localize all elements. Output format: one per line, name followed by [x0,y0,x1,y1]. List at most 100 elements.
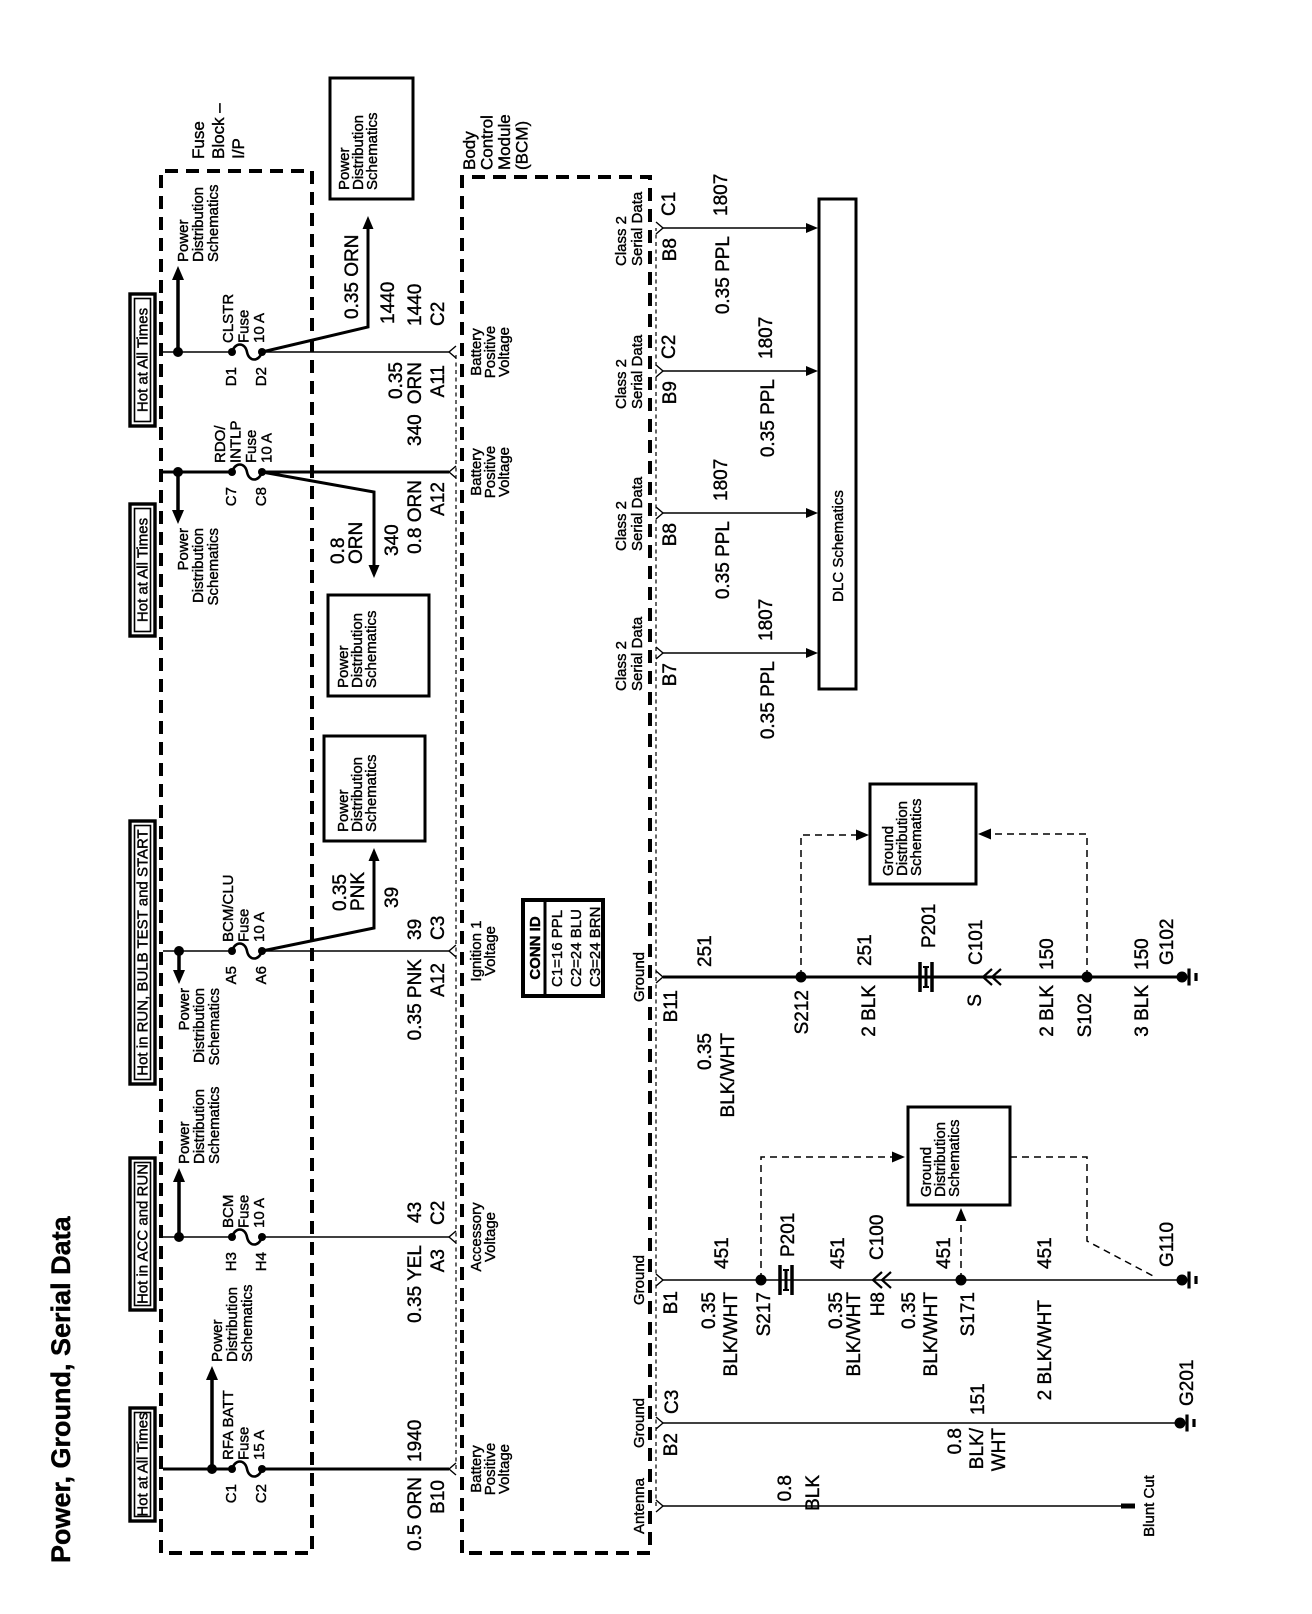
svg-text:Hot in RUN, BULB TEST and STAR: Hot in RUN, BULB TEST and START [135,829,152,1075]
svg-text:C1=16 PPL: C1=16 PPL [549,910,566,987]
svg-text:C2: C2 [428,1201,449,1225]
svg-text:39: 39 [405,919,426,940]
svg-text:Distribution: Distribution [191,988,208,1063]
svg-text:Schematics: Schematics [205,528,222,606]
svg-text:1807: 1807 [756,317,777,359]
svg-text:Voltage: Voltage [482,1212,499,1262]
svg-text:Serial Data: Serial Data [629,476,646,551]
svg-text:Serial Data: Serial Data [629,616,646,691]
svg-text:Battery: Battery [468,448,485,496]
svg-text:39: 39 [382,887,403,908]
svg-text:Voltage: Voltage [496,1444,513,1494]
svg-text:PNK: PNK [348,872,369,911]
svg-text:Power: Power [175,528,192,571]
svg-text:Fuse: Fuse [236,310,253,343]
svg-text:10 A: 10 A [251,313,268,343]
svg-text:BCM: BCM [220,1195,237,1228]
svg-text:Distribution: Distribution [190,528,207,603]
svg-text:G110: G110 [1157,1222,1178,1267]
svg-text:2 BLK: 2 BLK [1037,985,1058,1037]
svg-text:S217: S217 [754,1292,775,1336]
svg-text:1807: 1807 [711,174,732,216]
svg-text:Block –: Block – [209,103,228,159]
svg-text:RFA BATT: RFA BATT [220,1390,237,1460]
svg-text:Serial Data: Serial Data [629,191,646,266]
svg-text:Class 2: Class 2 [613,216,630,266]
svg-text:C2: C2 [659,335,680,359]
svg-text:Distribution: Distribution [349,613,366,688]
svg-text:451: 451 [828,1237,849,1269]
svg-text:0.35 YEL: 0.35 YEL [405,1245,426,1323]
svg-text:Ground: Ground [880,826,897,876]
svg-text:2 BLK/WHT: 2 BLK/WHT [1035,1300,1056,1401]
svg-text:Schematics: Schematics [363,754,380,832]
svg-text:Schematics: Schematics [206,1086,223,1164]
svg-text:Distribution: Distribution [190,187,207,262]
svg-text:340: 340 [405,414,426,446]
svg-text:Class 2: Class 2 [613,501,630,551]
svg-text:Voltage: Voltage [496,447,513,497]
svg-text:Control: Control [478,115,497,170]
svg-text:0.35 PNK: 0.35 PNK [405,959,426,1041]
svg-text:I/P: I/P [229,138,248,159]
svg-text:A12: A12 [428,963,449,997]
svg-text:251: 251 [855,934,876,966]
svg-text:H4: H4 [253,1252,270,1271]
svg-text:10 A: 10 A [259,433,276,463]
svg-text:C101: C101 [966,920,987,965]
svg-text:251: 251 [695,935,716,967]
svg-text:Power: Power [336,147,353,190]
svg-text:15 A: 15 A [251,1430,268,1460]
svg-text:Schematics: Schematics [239,1284,256,1362]
svg-text:0.35 ORN: 0.35 ORN [342,235,363,319]
svg-text:S: S [965,994,986,1007]
svg-text:0.35: 0.35 [699,1292,720,1329]
svg-text:Fuse: Fuse [236,1195,253,1228]
svg-text:340: 340 [382,524,403,556]
svg-text:BLK/WHT: BLK/WHT [844,1292,865,1377]
svg-text:0.8: 0.8 [775,1475,796,1501]
svg-text:DLC Schematics: DLC Schematics [830,490,847,602]
svg-text:BLK/: BLK/ [967,1427,988,1469]
svg-text:C7: C7 [223,487,240,506]
svg-text:B7: B7 [660,663,681,686]
svg-text:Power: Power [209,1319,226,1362]
svg-text:A5: A5 [223,966,240,984]
svg-text:H8: H8 [868,1292,889,1316]
svg-text:D1: D1 [223,367,240,386]
svg-text:S212: S212 [792,990,813,1034]
svg-text:0.8 ORN: 0.8 ORN [405,480,426,554]
svg-text:Battery: Battery [468,328,485,376]
svg-text:C3: C3 [662,1390,683,1414]
svg-text:B2: B2 [661,1433,682,1456]
svg-text:B1: B1 [661,1291,682,1314]
svg-text:G201: G201 [1177,1360,1198,1406]
svg-text:A11: A11 [428,365,449,397]
svg-text:Ground: Ground [631,952,648,1002]
svg-text:0.35: 0.35 [695,1033,716,1070]
svg-text:C1: C1 [659,192,680,216]
svg-text:ORN: ORN [405,362,426,404]
svg-text:C2: C2 [253,1484,270,1503]
svg-text:451: 451 [934,1237,955,1269]
svg-text:Body: Body [460,131,479,170]
svg-text:Schematics: Schematics [363,610,380,688]
svg-text:Ground: Ground [631,1255,648,1305]
svg-text:0.35: 0.35 [826,1292,847,1329]
svg-text:1807: 1807 [711,459,732,501]
svg-text:Hot in ACC and RUN: Hot in ACC and RUN [135,1164,152,1304]
svg-text:Distribution: Distribution [191,1089,208,1164]
svg-text:Serial Data: Serial Data [629,334,646,409]
svg-text:Distribution: Distribution [894,801,911,876]
svg-text:C100: C100 [867,1215,888,1260]
svg-text:1940: 1940 [405,1420,426,1462]
svg-text:0.5 ORN: 0.5 ORN [405,1477,426,1551]
svg-text:Ground: Ground [918,1147,935,1197]
svg-text:C1: C1 [223,1484,240,1503]
svg-text:0.35 PPL: 0.35 PPL [713,236,734,314]
svg-text:Power, Ground, Serial Data: Power, Ground, Serial Data [46,1215,76,1563]
svg-text:B11: B11 [661,990,682,1022]
svg-text:0.35: 0.35 [386,362,407,399]
svg-text:0.35 PPL: 0.35 PPL [758,661,779,739]
svg-text:Schematics: Schematics [908,798,925,876]
